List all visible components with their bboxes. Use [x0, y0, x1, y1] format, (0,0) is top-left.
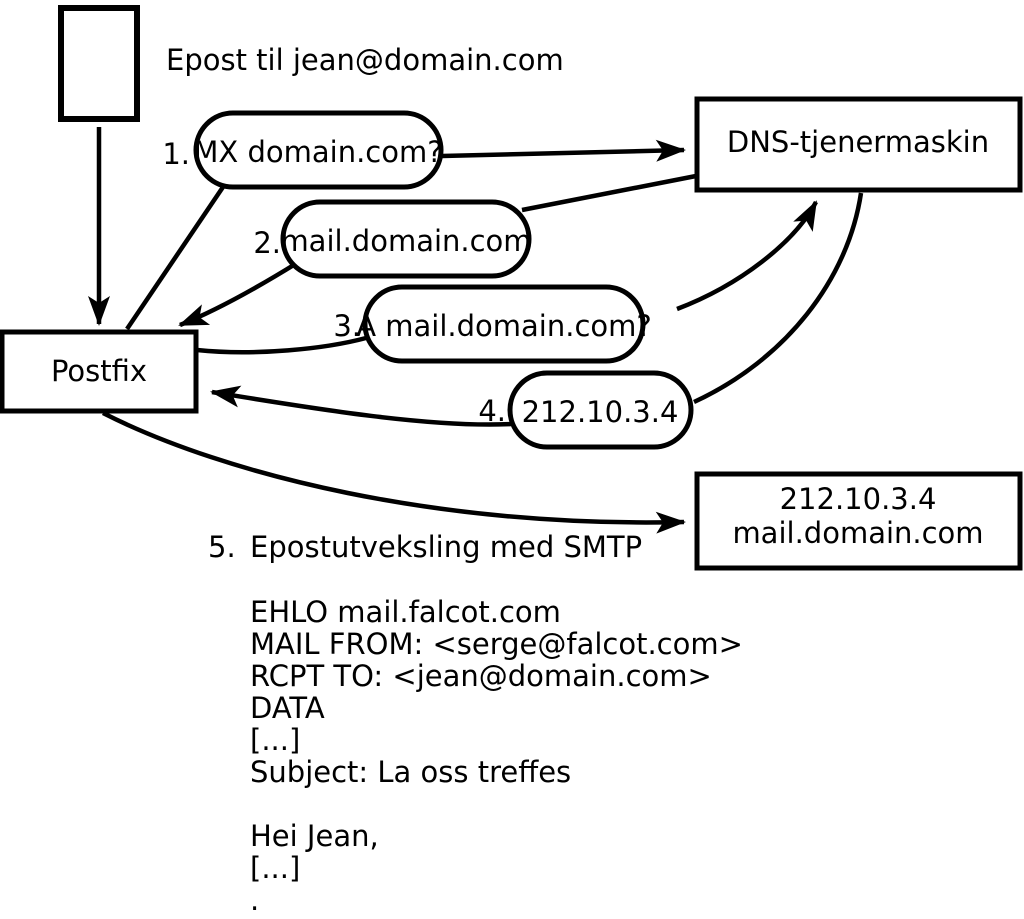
smtp-line: .: [250, 883, 259, 917]
diagram-title: Epost til jean@domain.com: [166, 43, 564, 77]
step-2-mx-answer-bubble: 2. mail.domain.com: [253, 199, 532, 279]
step-2-bubble-shape: [280, 199, 532, 279]
arrow-a-answer-to-postfix: [210, 385, 512, 427]
step-4-number: 4.: [478, 394, 506, 428]
step-1-label: MX domain.com?: [193, 135, 442, 169]
step-1-mx-query-bubble: 1. MX domain.com?: [162, 110, 444, 190]
step-1-number: 1.: [162, 137, 190, 171]
step-3-a-query-bubble: 3. A mail.domain.com?: [333, 284, 652, 364]
smtp-line: MAIL FROM: <serge@falcot.com>: [250, 627, 743, 661]
line-dns-to-a-answer: [693, 192, 864, 405]
line-postfix-to-a-query: [196, 335, 367, 355]
smtp-line: [...]: [250, 723, 300, 757]
dns-server-box: [694, 96, 1023, 193]
smtp-session-transcript: EHLO mail.falcot.com MAIL FROM: <serge@f…: [250, 595, 743, 917]
smtp-line: RCPT TO: <jean@domain.com>: [250, 659, 712, 693]
line-dns-to-mx-answer: [521, 173, 697, 213]
smtp-line: DATA: [250, 691, 325, 725]
step-3-bubble-shape: [362, 284, 646, 364]
dns-server-node: DNS-tjenermaskin: [694, 96, 1023, 193]
arrow-mx-answer-to-postfix: [178, 261, 299, 328]
mail-server-hostname: mail.domain.com: [732, 516, 983, 550]
mail-server-ip: 212.10.3.4: [780, 482, 937, 516]
line-postfix-to-mx-query: [125, 185, 225, 331]
step-4-bubble-shape: [507, 370, 694, 450]
smtp-line: EHLO mail.falcot.com: [250, 595, 561, 629]
arrow-mx-query-to-dns: [441, 139, 686, 162]
arrow-a-query-to-dns: [676, 200, 818, 312]
step-1-bubble-shape: [193, 110, 444, 190]
arrow-postfix-to-mailserver: [101, 410, 686, 534]
smtp-line: Subject: La oss treffes: [250, 755, 571, 789]
step-4-a-answer-bubble: 4. 212.10.3.4: [478, 370, 694, 450]
mail-server-node: 212.10.3.4 mail.domain.com: [694, 471, 1023, 571]
smtp-line: Hei Jean,: [250, 819, 379, 853]
step-2-number: 2.: [253, 226, 281, 260]
step-4-label: 212.10.3.4: [522, 395, 679, 429]
postfix-node: Postfix: [0, 329, 199, 414]
step-5-number: 5.: [208, 530, 236, 564]
step-3-number: 3.: [333, 309, 361, 343]
step-2-label: mail.domain.com: [280, 224, 531, 258]
step-3-label: A mail.domain.com?: [356, 309, 652, 343]
step-5-caption: 5. Epostutveksling med SMTP: [208, 530, 642, 564]
step-5-label: Epostutveksling med SMTP: [250, 530, 642, 564]
postfix-box: [0, 329, 199, 414]
mail-server-box: [694, 471, 1023, 571]
smtp-line: [...]: [250, 851, 300, 885]
dns-server-label: DNS-tjenermaskin: [727, 125, 989, 159]
postfix-label: Postfix: [51, 354, 147, 388]
email-envelope-box: [58, 5, 140, 122]
